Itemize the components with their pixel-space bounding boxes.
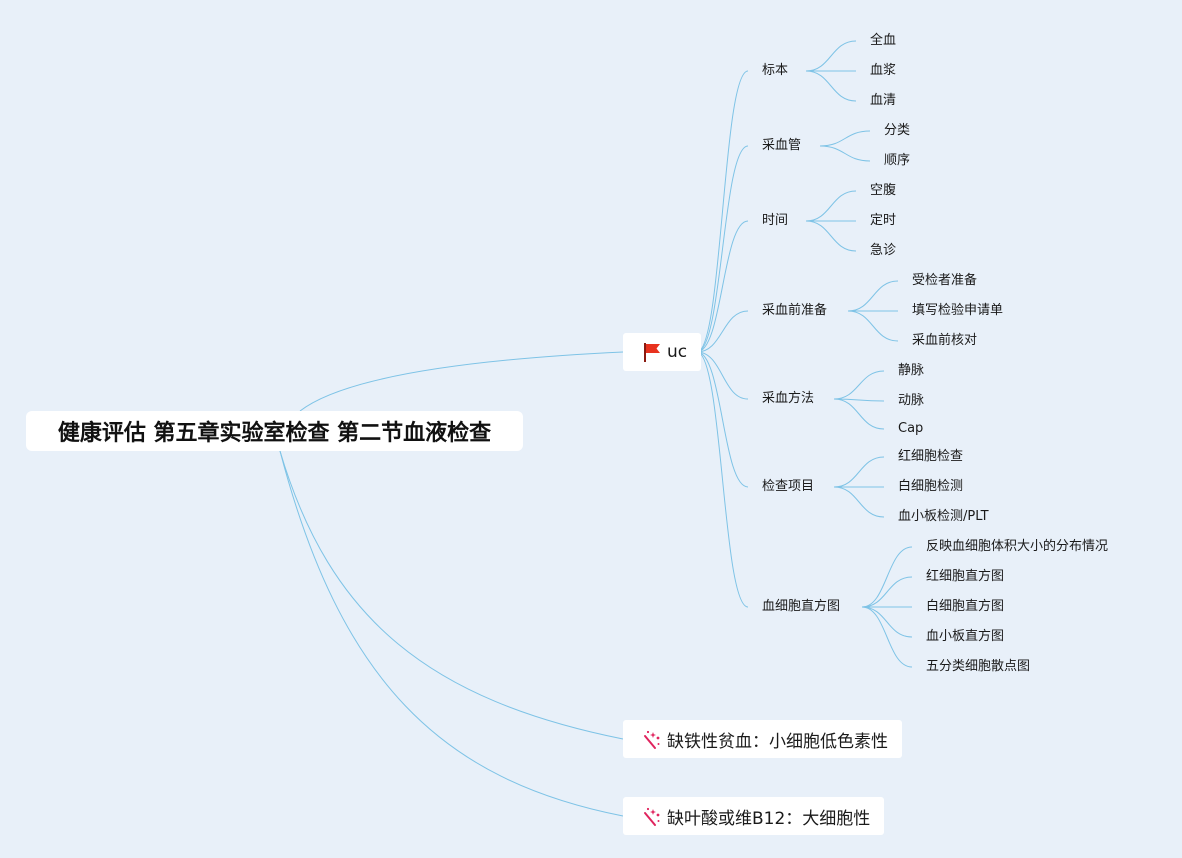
leaf-topic[interactable]: 血小板检测/PLT — [898, 509, 989, 524]
leaf-topic[interactable]: 红细胞直方图 — [926, 569, 1005, 584]
leaf-topic[interactable]: 静脉 — [898, 363, 925, 378]
root-topic[interactable]: 健康评估 第五章实验室检查 第二节血液检查 — [26, 411, 523, 451]
subtopic-collection-method[interactable]: 采血方法 — [762, 391, 815, 406]
leaf-link — [847, 280, 899, 312]
subtopic-blood-cell-histogram[interactable]: 血细胞直方图 — [762, 599, 841, 614]
root-topic-label: 健康评估 第五章实验室检查 第二节血液检查 — [57, 421, 492, 446]
branch-topic-label: uc — [667, 342, 688, 362]
subtopic-link — [696, 145, 749, 353]
subtopic-link — [696, 310, 749, 353]
subtopic-link — [696, 351, 749, 608]
subtopic-link — [696, 70, 749, 353]
flag-icon — [641, 341, 663, 363]
leaf-topic[interactable]: 急诊 — [870, 243, 897, 258]
leaf-link — [833, 370, 885, 400]
leaf-link — [805, 70, 857, 102]
leaf-topic[interactable]: Cap — [898, 421, 924, 436]
leaf-topic[interactable]: 血浆 — [870, 63, 897, 78]
branch-topic-iron-deficiency[interactable]: 缺铁性贫血：小细胞低色素性 — [623, 720, 902, 758]
leaf-link — [833, 486, 885, 518]
leaf-topic[interactable]: 红细胞检查 — [898, 449, 964, 464]
subtopic-link — [696, 220, 749, 353]
leaf-topic[interactable]: 定时 — [870, 213, 897, 228]
leaf-link — [819, 145, 871, 162]
leaf-topic[interactable]: 受检者准备 — [912, 273, 978, 288]
leaf-topic[interactable]: 白细胞检测 — [898, 479, 964, 494]
leaf-topic[interactable]: 空腹 — [870, 183, 897, 198]
root-branch-link — [279, 450, 624, 740]
leaf-link — [819, 130, 871, 147]
branch-topic-label: 缺铁性贫血：小细胞低色素性 — [667, 731, 888, 752]
subtopic-link — [696, 351, 749, 400]
subtopic-time[interactable]: 时间 — [762, 213, 789, 228]
subtopic-specimen[interactable]: 标本 — [762, 63, 789, 78]
branch-topic-folate-b12-deficiency[interactable]: 缺叶酸或维B12：大细胞性 — [623, 797, 885, 835]
leaf-link — [833, 398, 885, 430]
leaf-topic[interactable]: 反映血细胞体积大小的分布情况 — [926, 539, 1109, 554]
leaf-topic[interactable]: 血小板直方图 — [926, 629, 1005, 644]
leaf-topic[interactable]: 白细胞直方图 — [926, 599, 1005, 614]
leaf-topic[interactable]: 填写检验申请单 — [912, 303, 1004, 318]
leaf-topic[interactable]: 采血前核对 — [912, 333, 978, 348]
leaf-link — [861, 576, 913, 608]
subtopic-blood-tube[interactable]: 采血管 — [762, 138, 802, 153]
leaf-topic[interactable]: 动脉 — [898, 393, 925, 408]
leaf-topic[interactable]: 分类 — [884, 123, 911, 138]
leaf-link — [805, 40, 857, 72]
leaf-topic[interactable]: 血清 — [870, 93, 897, 108]
sparkle-icon — [641, 805, 663, 827]
leaf-link — [805, 220, 857, 252]
subtopic-link — [696, 351, 749, 488]
leaf-topic[interactable]: 顺序 — [884, 153, 911, 168]
leaf-link — [833, 456, 885, 488]
branch-topic-uc[interactable]: uc — [623, 333, 702, 371]
sparkle-icon — [641, 728, 663, 750]
leaf-link — [861, 546, 913, 608]
leaf-topic[interactable]: 全血 — [870, 33, 897, 48]
root-branch-link — [279, 450, 624, 817]
leaf-link — [847, 310, 899, 342]
leaf-link — [861, 606, 913, 638]
leaf-topic[interactable]: 五分类细胞散点图 — [926, 659, 1031, 674]
subtopic-pre-collection-prep[interactable]: 采血前准备 — [762, 303, 828, 318]
leaf-link — [861, 606, 913, 668]
branch-topic-label: 缺叶酸或维B12：大细胞性 — [667, 808, 871, 829]
root-branch-link — [299, 351, 624, 412]
subtopic-test-items[interactable]: 检查项目 — [762, 479, 815, 494]
leaf-link — [805, 190, 857, 222]
